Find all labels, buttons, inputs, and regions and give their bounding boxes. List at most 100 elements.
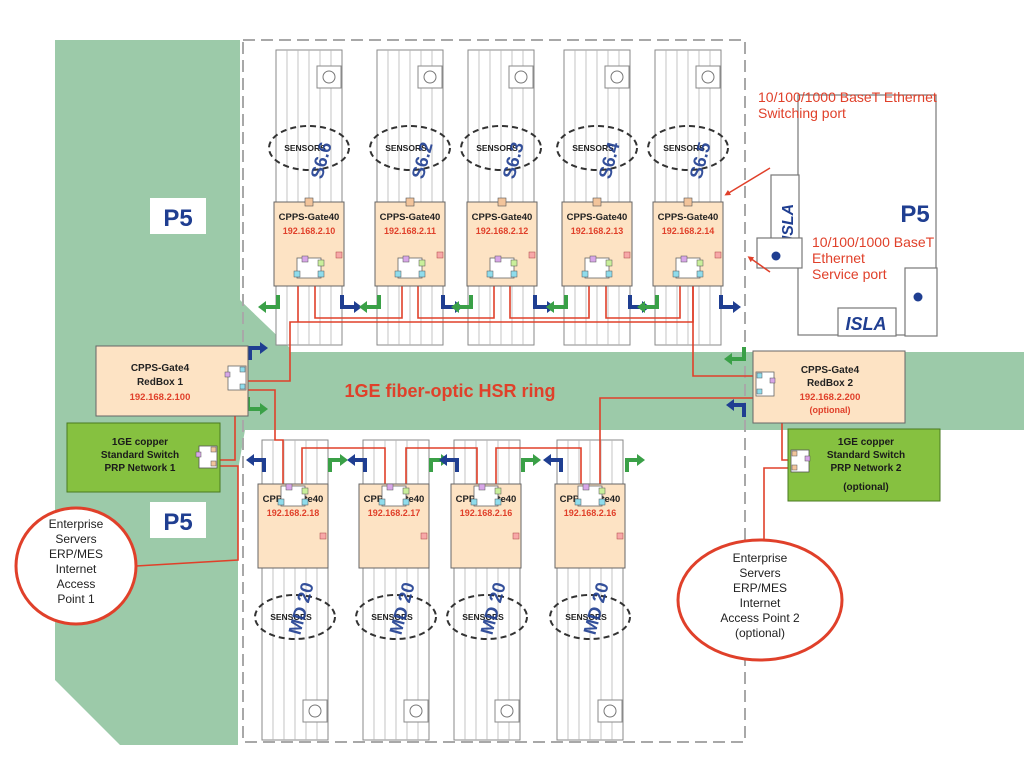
p5-building-right: ISLA ISLA P5 [756,94,938,337]
p5-text: P5 [163,205,192,232]
arrow-shape [543,454,563,472]
gate-status-led [335,251,343,259]
sensors-label: SENSORS [572,143,614,153]
machine-drawing [563,49,631,346]
sensors-zone: SENSORS [446,594,528,640]
ring-cable [599,397,760,484]
flow-arrow-icon [546,295,568,313]
ring-cable [495,447,582,484]
sensors-ellipse [556,125,638,171]
arrow-shape [441,295,463,313]
hub-port-b [418,270,426,278]
gate-hub [296,257,322,279]
enterprise-servers-2[interactable]: Enterprise Servers ERP/MES Internet Acce… [676,538,844,662]
hub-port-b [317,270,325,278]
switch-prp-1[interactable]: 1GE copper Standard Switch PRP Network 1 [66,422,221,493]
gate-ip: 192.168.2.13 [571,226,624,236]
gate-status-led [319,532,327,540]
hub-port-b [402,498,410,506]
arrow-shape [726,399,746,417]
isla-label-bottom: ISLA [845,314,886,334]
flow-arrow-icon [726,399,746,417]
gate-hub [675,257,701,279]
sensors-zone: SENSORS [254,594,336,640]
enterprise-text: Access [57,577,96,591]
hub-port-c [510,259,518,267]
redbox-subtitle: RedBox 2 [807,378,854,389]
arrow-shape [521,454,541,472]
sensors-zone: SENSORS [355,594,437,640]
hub-port-a [394,270,402,278]
ring-cable [405,447,478,484]
redbox-2[interactable]: CPPS-Gate4 RedBox 2 192.168.2.200 (optio… [752,350,906,424]
machine-knob [500,704,514,718]
sensors-label: SENSORS [385,143,427,153]
enterprise-text: Enterprise [733,551,788,565]
arrow-shape [328,454,348,472]
switch-prp-2[interactable]: 1GE copper Standard Switch PRP Network 2… [787,428,941,502]
hub-port-b [494,498,502,506]
gate-hub [280,485,306,507]
sensors-label: SENSORS [565,612,607,622]
enterprise-text: Internet [56,562,97,576]
gate-ip: 192.168.2.10 [283,226,336,236]
sensors-label: SENSORS [270,612,312,622]
p5-label-bottom: P5 [150,502,206,538]
gate-name: CPPS-Gate40 [279,212,340,223]
flow-arrow-icon [625,454,645,472]
gate-top-port [592,197,602,207]
ring-cable [605,280,681,319]
arrow-shape [451,295,473,313]
hub-port-mgmt [582,483,590,491]
ring-cable [135,465,239,567]
enterprise-text: Servers [55,532,96,546]
switch-subtitle: Standard Switch [101,450,179,461]
sensors-ellipse [355,594,437,640]
gate-ip: 192.168.2.11 [384,226,436,236]
hub-port-mgmt [402,255,410,263]
gate-status-led [623,251,631,259]
hub-port-mgmt [478,483,486,491]
sensors-zone: SENSORS [268,125,350,171]
redbox-1[interactable]: CPPS-Gate4 RedBox 1 192.168.2.100 [95,345,249,417]
enterprise-servers-1[interactable]: Enterprise Servers ERP/MES Internet Acce… [14,506,138,626]
machine-knob [610,70,624,84]
hub-port-a [293,270,301,278]
gate-top-port [304,197,314,207]
gates-layer: CPPS-Gate40192.168.2.10CPPS-Gate40192.16… [246,197,746,569]
sensors-label: SENSORS [476,143,518,153]
gate-hub [489,257,515,279]
sensors-ellipse [369,125,451,171]
sensors-ellipse [460,125,542,171]
gate-top-port [683,197,693,207]
arrow-shape [258,295,280,313]
gate-top-port [497,197,507,207]
hub-port-b [301,498,309,506]
callout-text: Ethernet [812,250,865,266]
sensors-ellipse [647,125,729,171]
arrow-shape [637,295,659,313]
hub-port-c [494,487,502,495]
flow-arrow-icon [246,397,268,415]
flow-arrow-icon [637,295,659,313]
gate-name: CPPS-Gate40 [472,212,533,223]
machine-knob [322,70,336,84]
hub-port-c [402,487,410,495]
cpps-gate[interactable]: CPPS-Gate40 192.168.2.10 [273,197,345,287]
sensors-label: SENSORS [663,143,705,153]
switch-note: (optional) [843,482,889,493]
gate-status-led [420,532,428,540]
hub-port-b [510,270,518,278]
flow-arrow-icon [258,295,280,313]
switch-title: 1GE copper [112,437,168,448]
sensors-zone: SENSORS [369,125,451,171]
